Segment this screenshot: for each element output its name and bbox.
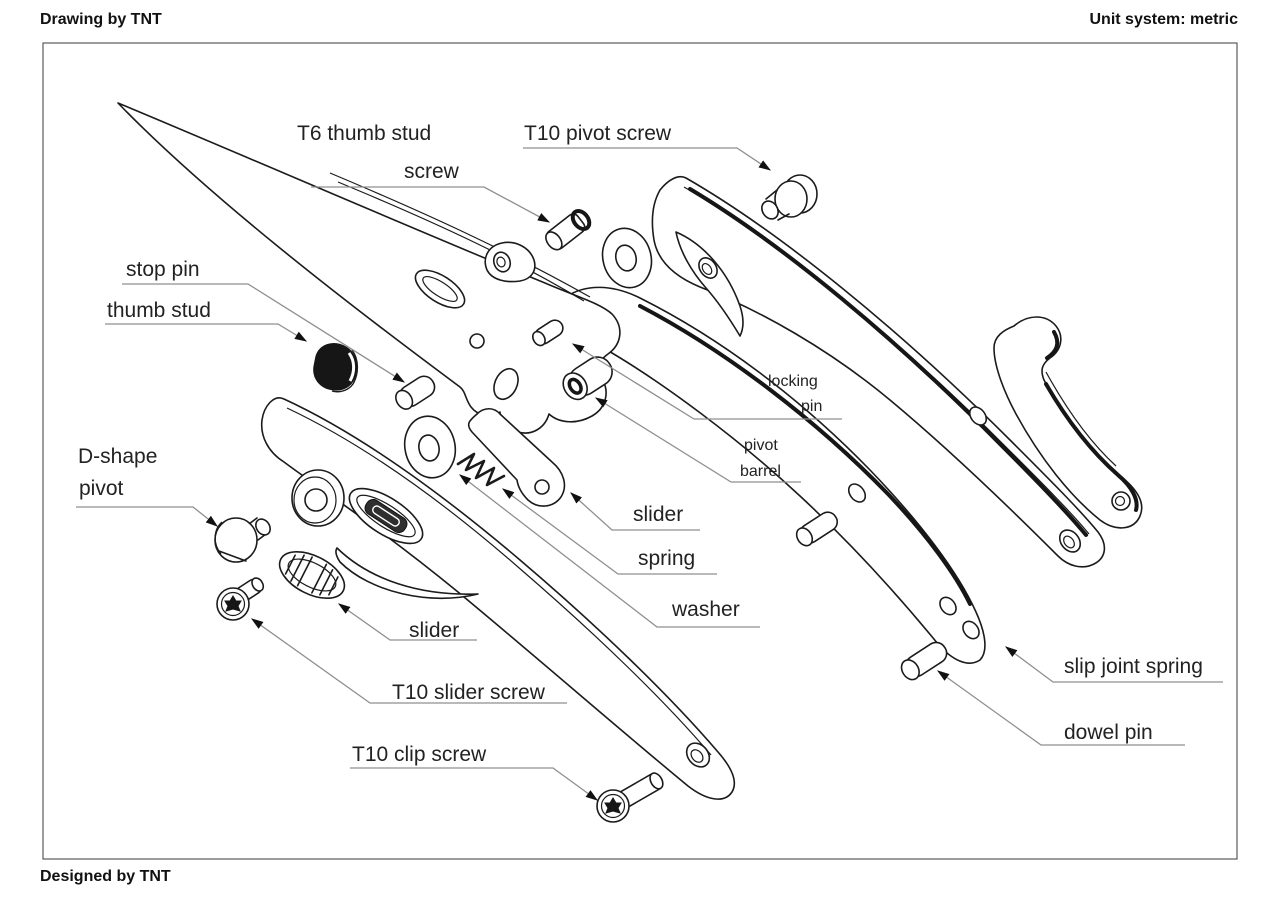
- clip-screw-hole: [1111, 491, 1131, 511]
- label-dowel-pin: dowel pin: [1064, 721, 1153, 744]
- clip-screw-hole-front: [685, 742, 711, 768]
- part-labels: T6 thumb stud screw T10 pivot screw stop…: [78, 122, 1203, 766]
- t10-slider-screw: [216, 577, 265, 621]
- leader-pivot-barrel: [594, 397, 801, 483]
- label-slider-top: slider: [633, 503, 683, 526]
- washer-top: [601, 227, 653, 289]
- pivot-barrel: [562, 356, 613, 401]
- label-t6-thumb-stud-line2: screw: [404, 160, 460, 183]
- leader-t10-clip-screw: [350, 767, 598, 801]
- scale-front-hole: [698, 257, 718, 279]
- blade: [117, 102, 621, 434]
- label-d-shape-pivot-line1: D-shape: [78, 445, 157, 468]
- leader-slip-joint-spring: [1005, 646, 1223, 683]
- t10-clip-screw: [596, 772, 664, 823]
- slider-track: [348, 487, 424, 545]
- label-t10-pivot-screw: T10 pivot screw: [524, 122, 672, 145]
- leader-slider-bottom: [337, 603, 477, 641]
- label-spring: spring: [638, 547, 695, 570]
- thumb-stud-overmold: [484, 241, 536, 283]
- slider-lower: [278, 550, 346, 600]
- spring-hole: [939, 596, 957, 616]
- label-d-shape-pivot-line2: pivot: [79, 477, 124, 500]
- drawing-credit: Drawing by TNT: [40, 11, 162, 28]
- scale-end-hole: [1058, 529, 1082, 553]
- label-pivot-barrel-line1: pivot: [744, 437, 778, 454]
- leader-stop-pin: [122, 283, 406, 383]
- spring-hole: [962, 620, 980, 640]
- blade-hole: [469, 333, 485, 349]
- leader-t10-pivot-screw: [523, 147, 772, 171]
- label-slider-bottom: slider: [409, 619, 459, 642]
- drawing-border: [42, 42, 1238, 860]
- label-t6-thumb-stud-line1: T6 thumb stud: [297, 122, 431, 145]
- pocket-clip: [993, 316, 1143, 529]
- label-washer: washer: [671, 598, 740, 621]
- label-stop-pin: stop pin: [126, 258, 200, 281]
- label-t10-clip-screw: T10 clip screw: [352, 743, 487, 766]
- leader-lines: [76, 147, 1223, 801]
- leader-slider-top: [570, 492, 700, 531]
- mid-pin: [795, 511, 839, 547]
- leader-d-shape-pivot: [76, 506, 218, 527]
- d-shape-pivot: [214, 517, 271, 563]
- t10-pivot-screw: [761, 174, 818, 221]
- scale-mid-hole: [968, 406, 988, 426]
- slider-upper: [467, 407, 566, 507]
- washer-bottom: [403, 415, 457, 479]
- front-scale: [260, 397, 736, 800]
- label-locking-pin-line2: pin: [801, 398, 822, 415]
- leader-t6-screw: [311, 186, 551, 223]
- leader-dowel-pin: [936, 670, 1185, 746]
- leader-t10-slider-screw: [250, 618, 567, 704]
- label-pivot-barrel-line2: barrel: [740, 463, 781, 480]
- leader-locking-pin: [571, 343, 842, 420]
- scale-crescent-cutout: [675, 231, 744, 337]
- detent-spring: [456, 452, 506, 487]
- label-t10-slider-screw: T10 slider screw: [392, 681, 546, 704]
- label-slip-joint-spring: slip joint spring: [1064, 655, 1203, 678]
- unit-system-note: Unit system: metric: [1089, 11, 1239, 28]
- leader-washer: [459, 474, 760, 628]
- leader-thumb-stud: [105, 323, 308, 342]
- blade-pivot-slot: [493, 367, 519, 401]
- t6-screw: [545, 209, 592, 251]
- stop-pin: [395, 375, 436, 410]
- dowel-pin: [900, 641, 948, 681]
- spring-hole: [847, 483, 867, 503]
- thumb-stud: [313, 343, 359, 393]
- back-scale: [651, 175, 1106, 568]
- leader-spring: [502, 488, 717, 575]
- blade-thumb-slot: [414, 269, 466, 309]
- scale-scoop-cutout: [335, 547, 479, 600]
- label-thumb-stud: thumb stud: [107, 299, 211, 322]
- design-credit: Designed by TNT: [40, 868, 171, 885]
- label-locking-pin-line1: locking: [768, 373, 818, 390]
- locking-pin: [531, 319, 564, 347]
